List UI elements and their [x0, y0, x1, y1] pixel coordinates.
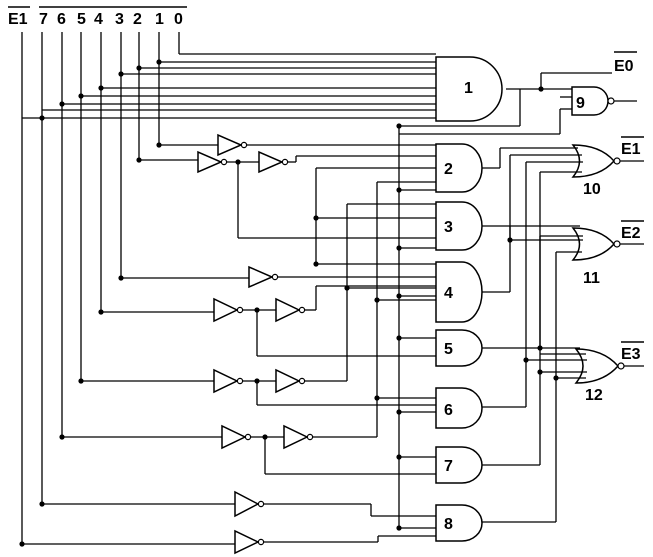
input-label-e1: E1	[8, 11, 28, 28]
inverter-j	[283, 424, 309, 450]
junction-2-inv-b	[136, 157, 142, 163]
inverter-f-bubble	[298, 306, 306, 314]
gate-number-6: 6	[444, 402, 453, 419]
inverter-h-bubble	[298, 377, 306, 385]
inverter-l-bubble	[257, 538, 265, 546]
inverter-b-bubble	[220, 158, 228, 166]
output-label-e1: E1	[621, 141, 641, 158]
input-label-3: 3	[115, 11, 124, 28]
gate-number-3: 3	[444, 219, 453, 236]
inverter-a-bubble	[240, 141, 248, 149]
input-label-2: 2	[133, 11, 142, 28]
inverter-l	[234, 529, 260, 555]
junction-4-inv-e	[98, 309, 104, 315]
gate-number-2: 2	[444, 161, 453, 178]
inverter-a	[217, 133, 243, 157]
output-routing	[482, 147, 587, 523]
gate-7	[435, 446, 483, 484]
inverter-d-bubble	[271, 273, 279, 281]
gate9-inputs	[399, 96, 572, 135]
gate-number-8: 8	[444, 516, 453, 533]
gate-number-7: 7	[444, 458, 453, 475]
inverter-j-bubble	[306, 433, 314, 441]
gate-2	[435, 143, 483, 193]
inverter-e	[213, 297, 239, 323]
inverter-e-bubble	[236, 306, 244, 314]
inverter-c-bubble	[281, 158, 289, 166]
output-label-e3: E3	[621, 346, 641, 363]
enable-connections	[396, 187, 436, 531]
gate-8	[435, 504, 483, 542]
gate-number-9: 9	[576, 95, 585, 112]
input-label-6: 6	[57, 11, 66, 28]
gate-number-1: 1	[464, 80, 473, 97]
gate-number-4: 4	[444, 285, 453, 302]
intermediate-junctions	[313, 215, 380, 401]
gate-10-bubble	[613, 157, 621, 165]
gate-4	[435, 261, 483, 323]
inverter-d	[248, 265, 274, 289]
input-label-0: 0	[174, 11, 183, 28]
gate-number-5: 5	[444, 341, 453, 358]
input-label-1: 1	[155, 11, 164, 28]
inverter-k-bubble	[257, 500, 265, 508]
junction-e1-inv-l	[19, 541, 25, 547]
gate-10	[571, 144, 615, 178]
inverter-f	[275, 297, 301, 323]
gate-number-12: 12	[585, 387, 603, 404]
intermediate-buses	[237, 144, 436, 543]
input-label-7: 7	[39, 11, 48, 28]
gate-5	[435, 329, 483, 367]
output-label-e2: E2	[621, 225, 641, 242]
gate-number-10: 10	[583, 181, 601, 198]
junction-6-inv-i	[59, 434, 65, 440]
gate-number-11: 11	[583, 270, 600, 287]
inverter-c	[258, 150, 284, 174]
input-label-4: 4	[94, 11, 103, 28]
gate-11-bubble	[613, 240, 621, 248]
junction-5-inv-g	[78, 378, 84, 384]
inverter-i-bubble	[244, 433, 252, 441]
inverter-i	[221, 424, 247, 450]
gate1-output-wires	[396, 72, 612, 129]
gate-1	[435, 56, 503, 122]
gate-6	[435, 387, 483, 429]
gate-11	[571, 227, 615, 261]
inverter-g	[213, 368, 239, 394]
junction-7-inv-k	[39, 501, 45, 507]
inverter-g-bubble	[236, 377, 244, 385]
junction-1-inv-a	[156, 142, 162, 148]
output-label-e0: E0	[614, 58, 634, 75]
junction-3-inv-d	[118, 275, 124, 281]
gate1-junctions	[39, 59, 162, 121]
gate-12	[574, 348, 620, 384]
gate-12-bubble	[617, 362, 625, 370]
gate-3	[435, 201, 483, 251]
gate-9-bubble	[607, 97, 615, 105]
inverter-b	[197, 150, 223, 174]
inverter-k	[234, 490, 260, 518]
gate1-input-lines	[22, 53, 436, 119]
inverter-h	[275, 368, 301, 394]
input-label-5: 5	[77, 11, 86, 28]
